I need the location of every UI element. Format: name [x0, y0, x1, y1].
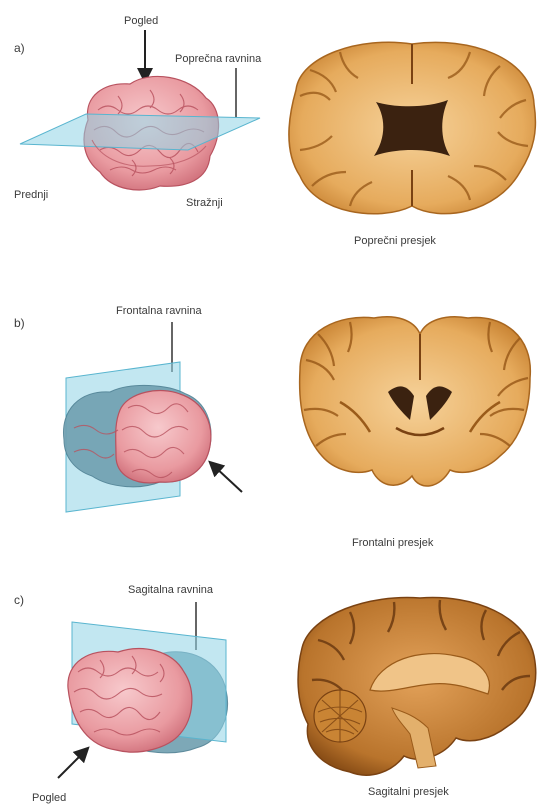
brain-sagittal-illustration — [68, 622, 228, 753]
panel-b-letter: b) — [14, 316, 25, 330]
frontal-section-image — [300, 317, 531, 486]
panel-c-plane-label: Sagitalna ravnina — [128, 584, 214, 596]
panel-c-section-label: Sagitalni presjek — [368, 786, 449, 798]
panel-c-letter: c) — [14, 593, 24, 607]
sagittal-section-image — [298, 597, 536, 775]
brain-frontal-illustration — [63, 362, 211, 512]
transverse-section-image — [289, 42, 535, 214]
panel-a-view-label: Pogled — [124, 15, 158, 27]
view-arrow-icon — [214, 466, 242, 492]
panel-a-section-label: Poprečni presjek — [354, 235, 436, 247]
panel-c: c) Sagitalna ravnina Pogled Sagitalni pr… — [14, 584, 536, 804]
panel-a-letter: a) — [14, 41, 25, 55]
panel-a: a) Pogled Poprečna ravnina Prednji Straž… — [14, 15, 535, 247]
panel-b: b) Frontalna ravnina Frontalni presjek — [14, 305, 530, 549]
panel-a-front-label: Prednji — [14, 189, 48, 201]
ventricle-shape — [374, 100, 450, 156]
panel-a-plane-label: Poprečna ravnina — [175, 53, 262, 65]
view-arrow-icon — [58, 752, 84, 778]
transverse-plane — [20, 114, 260, 150]
panel-b-section-label: Frontalni presjek — [352, 537, 434, 549]
panel-c-view-label: Pogled — [32, 792, 66, 804]
panel-a-back-label: Stražnji — [186, 197, 223, 209]
cerebellum-shape — [314, 690, 366, 742]
brain-transverse-illustration — [20, 76, 260, 189]
panel-b-plane-label: Frontalna ravnina — [116, 305, 202, 317]
